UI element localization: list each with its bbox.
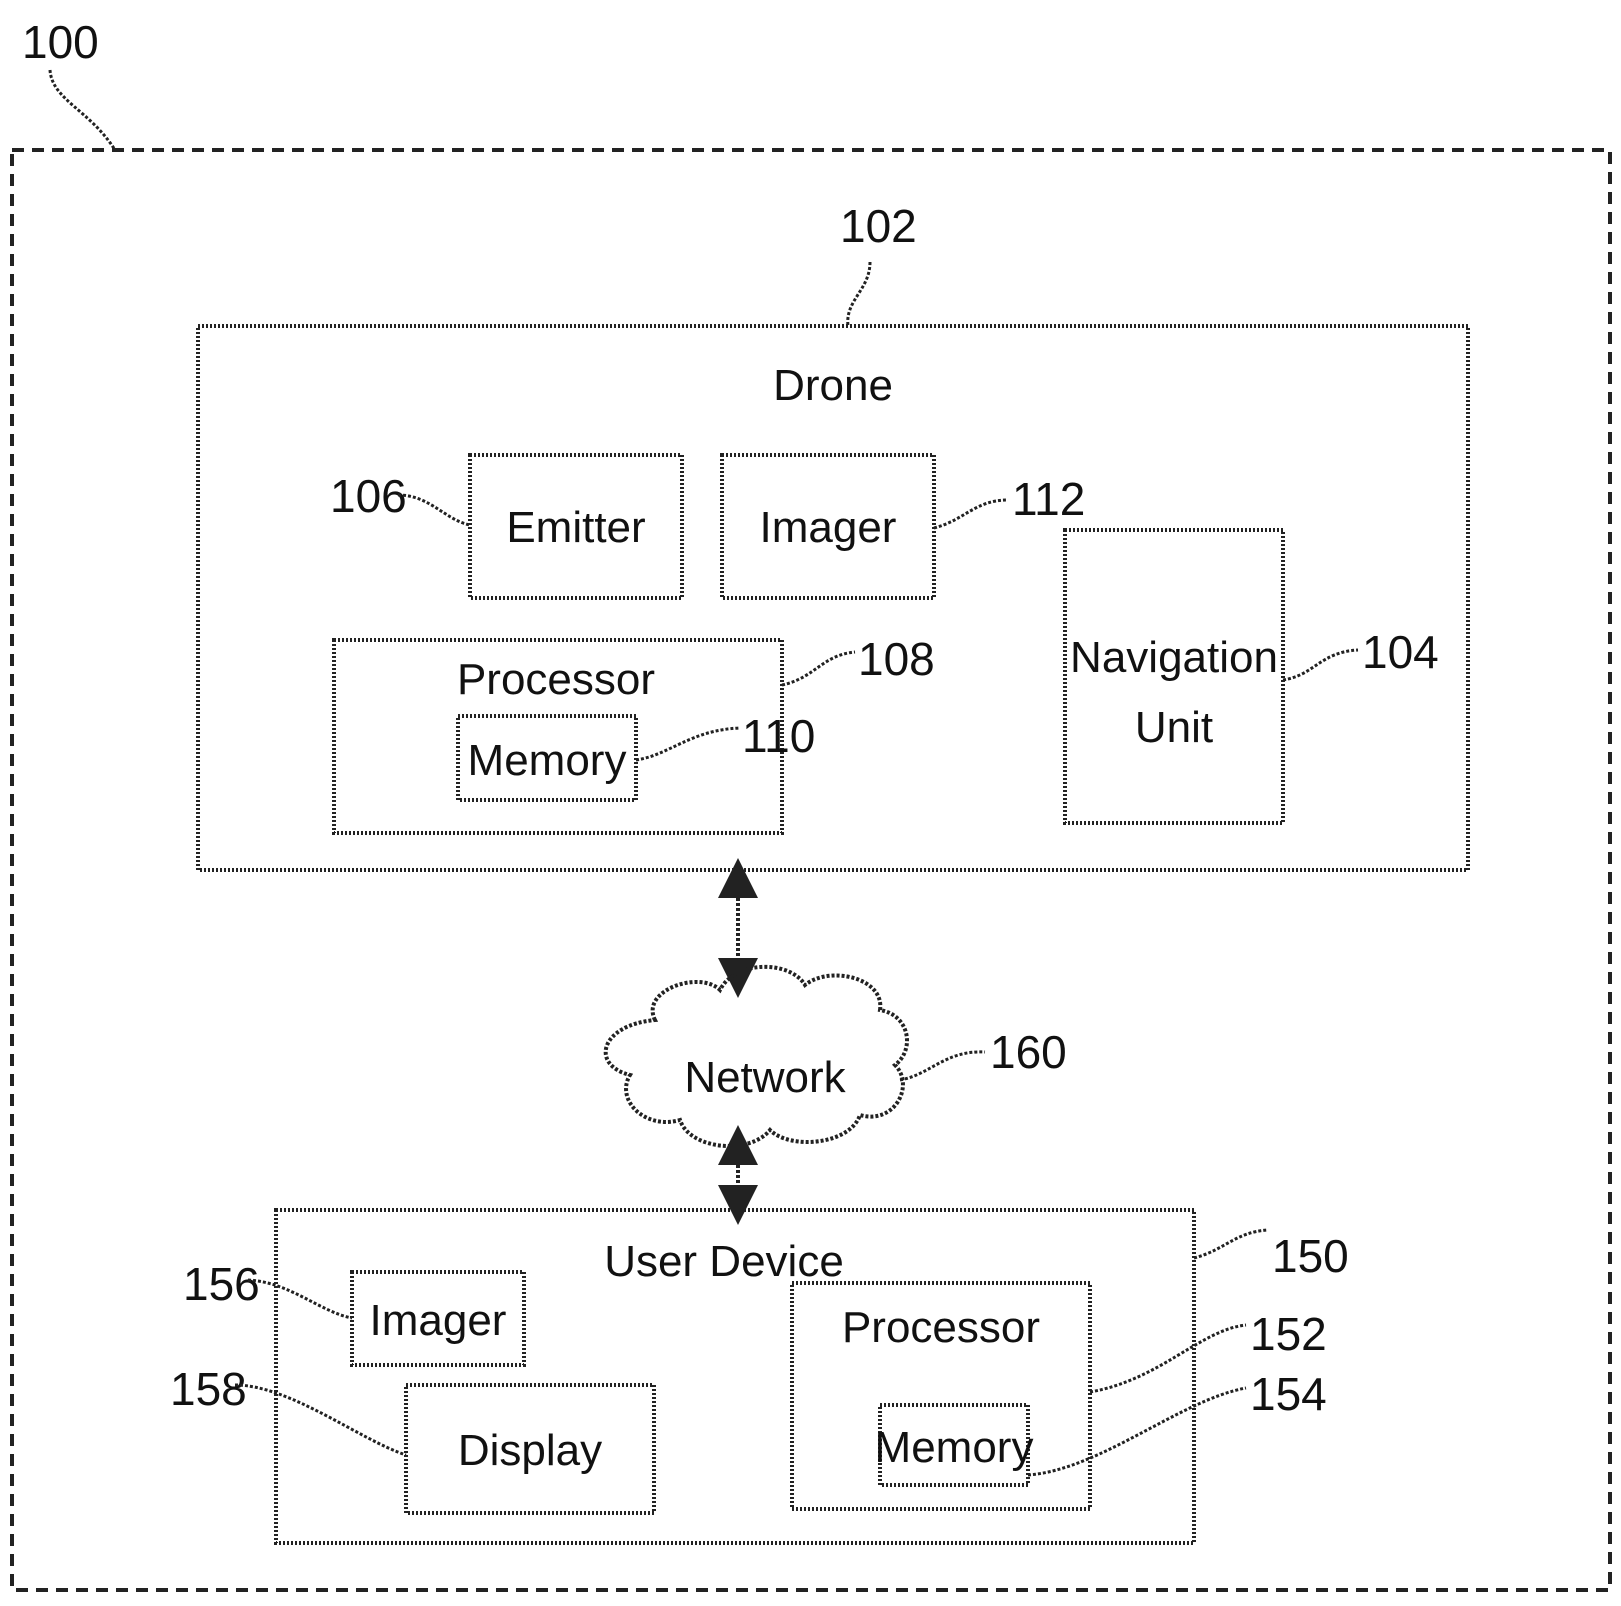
user-device-imager-label: Imager <box>370 1296 507 1345</box>
drone-imager-label: Imager <box>760 503 897 552</box>
user-device-imager-leader <box>248 1280 352 1318</box>
drone-memory-label: Memory <box>468 736 627 785</box>
drone-processor-ref: 108 <box>858 633 935 685</box>
drone-emitter-leader <box>398 495 470 525</box>
user-device-processor-label: Processor <box>842 1303 1040 1352</box>
user-device-processor-leader <box>1090 1325 1246 1392</box>
drone-navigation-unit-label-line1: Navigation <box>1070 633 1278 682</box>
drone-navigation-unit-ref: 104 <box>1362 626 1439 678</box>
network-label: Network <box>684 1053 846 1102</box>
drone-memory-ref: 110 <box>742 710 815 762</box>
user-device-memory-label: Memory <box>875 1423 1034 1472</box>
drone-navigation-unit-leader <box>1283 650 1358 680</box>
user-device-display-leader <box>235 1385 406 1455</box>
system-ref-label: 100 <box>22 16 99 68</box>
drone-memory-leader <box>636 728 740 760</box>
user-device-imager-ref: 156 <box>183 1258 260 1310</box>
drone-processor-label: Processor <box>457 655 655 704</box>
drone-title: Drone <box>773 361 893 410</box>
drone-imager-leader <box>934 500 1008 528</box>
user-device-title: User Device <box>604 1237 844 1286</box>
user-device-memory-ref: 154 <box>1250 1368 1327 1420</box>
drone-emitter-ref: 106 <box>330 470 407 522</box>
drone-imager-ref: 112 <box>1012 473 1085 525</box>
drone-emitter-label: Emitter <box>506 503 645 552</box>
user-device-ref: 150 <box>1272 1230 1349 1282</box>
user-device-processor-ref: 152 <box>1250 1308 1327 1360</box>
drone-processor-leader <box>782 652 855 685</box>
drone-navigation-unit-label-line2: Unit <box>1135 703 1213 752</box>
user-device-display-ref: 158 <box>170 1363 247 1415</box>
user-device-leader <box>1194 1230 1268 1258</box>
user-device-memory-leader <box>1028 1388 1246 1475</box>
drone-ref-label: 102 <box>840 200 917 252</box>
user-device-display-label: Display <box>458 1426 602 1475</box>
network-leader <box>900 1052 985 1080</box>
system-leader-line <box>50 70 115 150</box>
drone-leader-line <box>848 262 870 326</box>
network-ref: 160 <box>990 1026 1067 1078</box>
